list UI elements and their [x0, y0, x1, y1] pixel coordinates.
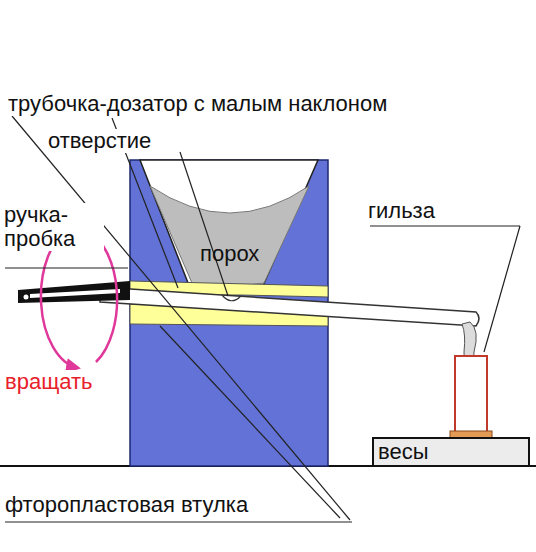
- leader-line: [160, 326, 340, 518]
- cartridge-case: [455, 356, 487, 432]
- handle-plug: [18, 281, 130, 303]
- handle-highlight: [30, 289, 120, 298]
- part-label: отверстие: [48, 129, 151, 153]
- action-label: вращать: [5, 370, 93, 394]
- tube-hole: [222, 295, 241, 301]
- leader-line: [5, 521, 352, 522]
- leader-line: [5, 267, 128, 268]
- leader-line: [180, 152, 228, 296]
- part-label: фторопластовая втулка: [5, 493, 248, 517]
- leader-line: [12, 116, 350, 520]
- scale-box: весы: [372, 437, 530, 467]
- handle-pivot: [24, 295, 29, 300]
- part-label: гильза: [368, 199, 435, 223]
- dispenser-tube: [100, 287, 479, 326]
- leader-line: [484, 226, 520, 352]
- leader-line: [370, 225, 520, 226]
- material-label: порох: [200, 242, 259, 266]
- part-label: ручка- пробка: [4, 203, 104, 251]
- part-label: трубочка-дозатор с малым наклоном: [8, 92, 387, 116]
- node-text: весы: [374, 439, 528, 465]
